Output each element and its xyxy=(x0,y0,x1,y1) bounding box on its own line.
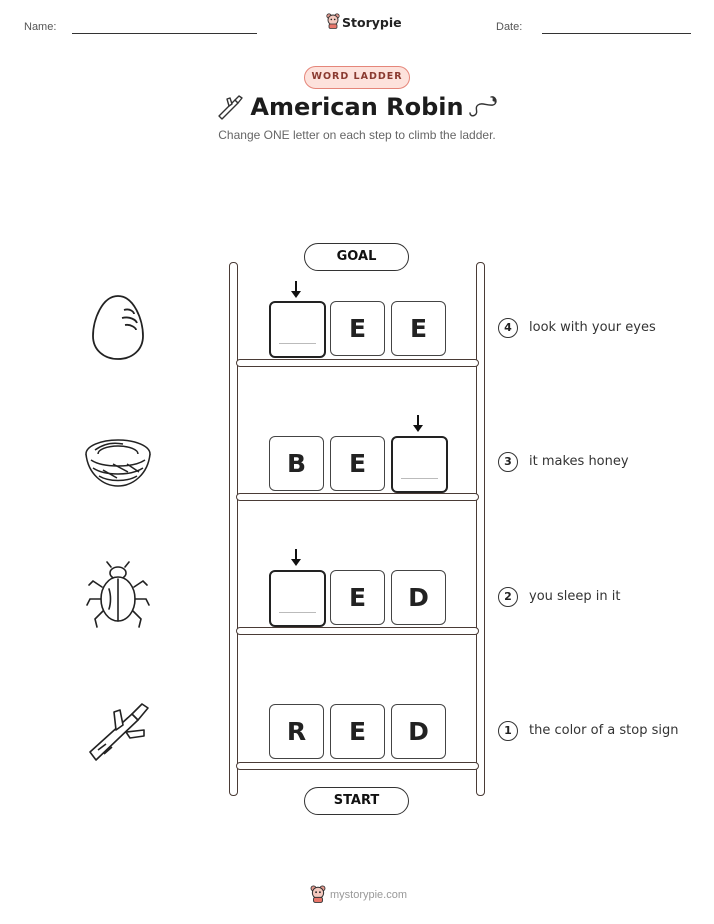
ladder-rung xyxy=(236,493,479,501)
storypie-logo-icon xyxy=(326,13,340,29)
ladder-rung xyxy=(236,627,479,635)
change-arrow-icon xyxy=(289,280,303,300)
twig-icon xyxy=(215,92,245,122)
clue-text: it makes honey xyxy=(529,454,629,469)
letter-tile: E xyxy=(330,436,385,491)
letter-tile: B xyxy=(269,436,324,491)
clue-text: the color of a stop sign xyxy=(529,723,679,738)
ladder-rung xyxy=(236,359,479,367)
letter-tile-blank[interactable] xyxy=(269,301,326,358)
letter-tile: E xyxy=(391,301,446,356)
brand-name: Storypie xyxy=(342,15,402,30)
step-number: 4 xyxy=(498,318,518,338)
step-number: 3 xyxy=(498,452,518,472)
worm-icon xyxy=(467,92,499,122)
date-line[interactable] xyxy=(542,33,691,34)
word-ladder-badge: WORD LADDER xyxy=(304,66,410,89)
storypie-logo-icon xyxy=(310,885,326,903)
ladder-right-rail xyxy=(476,262,485,796)
twig-icon xyxy=(86,700,152,764)
letter-tile: R xyxy=(269,704,324,759)
clue-text: look with your eyes xyxy=(529,320,656,335)
instructions: Change ONE letter on each step to climb … xyxy=(218,128,496,142)
letter-tile-blank[interactable] xyxy=(269,570,326,627)
start-label: START xyxy=(304,787,409,815)
ladder-left-rail xyxy=(229,262,238,796)
letter-tile: D xyxy=(391,570,446,625)
beetle-icon xyxy=(85,561,151,631)
name-line[interactable] xyxy=(72,33,257,34)
date-label: Date: xyxy=(496,21,523,33)
clue-text: you sleep in it xyxy=(529,589,621,604)
letter-tile: D xyxy=(391,704,446,759)
nest-icon xyxy=(83,432,153,490)
change-arrow-icon xyxy=(411,414,425,434)
step-number: 1 xyxy=(498,721,518,741)
change-arrow-icon xyxy=(289,548,303,568)
letter-tile: E xyxy=(330,301,385,356)
goal-label: GOAL xyxy=(304,243,409,271)
footer-site: mystorypie.com xyxy=(330,889,408,901)
letter-tile: E xyxy=(330,704,385,759)
worksheet-title: American Robin xyxy=(250,93,464,121)
name-label: Name: xyxy=(24,21,57,33)
egg-icon xyxy=(90,292,146,362)
step-number: 2 xyxy=(498,587,518,607)
letter-tile: E xyxy=(330,570,385,625)
letter-tile-blank[interactable] xyxy=(391,436,448,493)
ladder-rung xyxy=(236,762,479,770)
